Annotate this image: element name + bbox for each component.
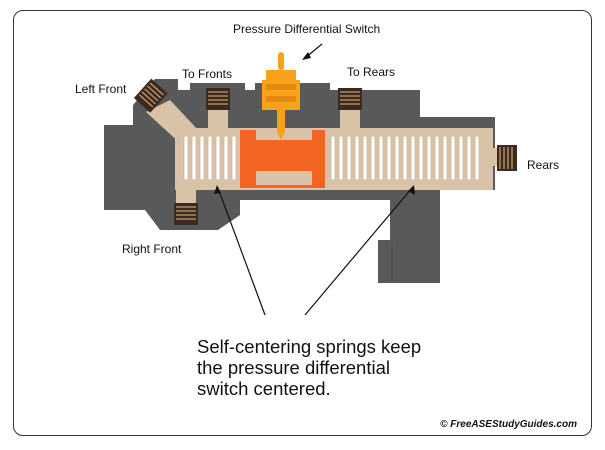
label-left-front: Left Front [75,82,127,96]
label-pressure-switch: Pressure Differential Switch [233,22,381,36]
spring-coil [354,135,360,181]
fitting-to-rears [338,88,362,110]
diagram-frame [13,10,592,436]
to-fronts-passage [208,105,228,130]
right-spring-arrowhead [408,185,415,195]
spring-coil [183,135,189,181]
label-to-rears: To Rears [347,65,396,79]
rears-passage [478,148,498,166]
spring-coil [223,135,229,181]
spring-coil [450,135,456,181]
spring-coil [199,135,205,181]
spring-coil [191,135,197,181]
spring-coil [330,135,336,181]
to-rears-passage [340,105,360,130]
left-front-passage [146,100,200,145]
copyright-credit: © FreeASEStudyGuides.com [440,419,577,430]
spring-coil [207,135,213,181]
outlet-block [378,240,440,283]
spring-coil [338,135,344,181]
spring-coil [442,135,448,181]
caption-line-1: Self-centering springs keep [197,336,422,357]
spring-coil [434,135,440,181]
spring-coil [215,135,221,181]
spring-coil [402,135,408,181]
right-spring [330,135,480,181]
left-spring-pointer [217,187,266,316]
spring-coil [458,135,464,181]
switch-arrowhead [302,52,311,60]
caption: Self-centering springs keep the pressure… [197,336,421,399]
spring-coil [394,135,400,181]
spring-coil [346,135,352,181]
left-spring-arrowhead [214,185,221,194]
fitting-to-fronts [206,88,230,110]
right-front-passage [176,185,196,205]
spring-coil [410,135,416,181]
spring-coil [418,135,424,181]
label-to-fronts: To Fronts [182,67,233,81]
label-rears: Rears [527,158,560,172]
spring-coil [362,135,368,181]
fitting-left-front [133,78,168,113]
spring-coil [386,135,392,181]
spring-coil [378,135,384,181]
spring-coil [426,135,432,181]
spring-coil [466,135,472,181]
spring-coil [370,135,376,181]
caption-line-2: the pressure differential [197,357,390,378]
fitting-rears [497,145,517,171]
label-right-front: Right Front [122,242,182,256]
fitting-right-front [174,203,198,225]
left-spring [183,135,237,181]
spring-coil [474,135,480,181]
spring-coil [231,135,237,181]
caption-line-3: switch centered. [197,378,331,399]
pressure-switch [262,52,300,140]
right-spring-pointer [304,187,413,316]
